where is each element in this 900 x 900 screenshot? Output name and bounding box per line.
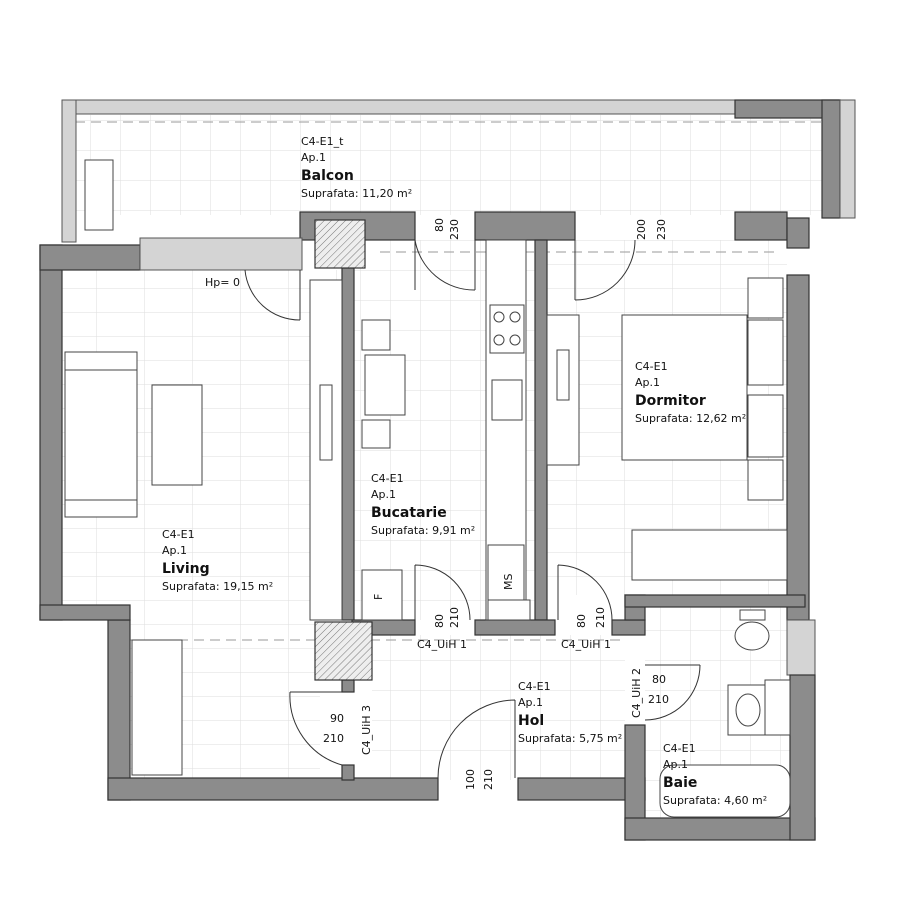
svg-text:Ap.1: Ap.1 xyxy=(301,151,326,164)
svg-text:200: 200 xyxy=(635,219,648,240)
room-label-balcon: C4-E1_t Ap.1 Balcon Suprafata: 11,20 m² xyxy=(301,135,412,200)
svg-text:Suprafata: 19,15 m²: Suprafata: 19,15 m² xyxy=(162,580,273,593)
svg-text:C4_UiH 1: C4_UiH 1 xyxy=(561,638,611,651)
svg-text:Ap.1: Ap.1 xyxy=(518,696,543,709)
walls xyxy=(39,99,856,841)
svg-text:Ap.1: Ap.1 xyxy=(635,376,660,389)
wardrobe xyxy=(631,529,788,581)
svg-text:Suprafata: 12,62 m²: Suprafata: 12,62 m² xyxy=(635,412,746,425)
svg-text:80: 80 xyxy=(433,614,446,628)
svg-text:F: F xyxy=(372,594,385,600)
svg-text:C4-E1: C4-E1 xyxy=(162,528,195,541)
svg-text:80: 80 xyxy=(652,673,666,686)
room-label-bucatarie: C4-E1 Ap.1 Bucatarie Suprafata: 9,91 m² xyxy=(371,472,475,537)
bathtub xyxy=(659,764,791,818)
room-label-hol: C4-E1 Ap.1 Hol Suprafata: 5,75 m² xyxy=(518,680,622,745)
svg-text:C4-E1: C4-E1 xyxy=(371,472,404,485)
svg-text:Suprafata: 5,75 m²: Suprafata: 5,75 m² xyxy=(518,732,622,745)
svg-text:90: 90 xyxy=(330,712,344,725)
svg-text:210: 210 xyxy=(323,732,344,745)
toilet xyxy=(734,621,770,651)
svg-text:Ap.1: Ap.1 xyxy=(371,488,396,501)
svg-text:Ap.1: Ap.1 xyxy=(663,758,688,771)
fridge xyxy=(361,569,403,621)
svg-text:Hol: Hol xyxy=(518,713,544,729)
planter xyxy=(84,159,114,231)
svg-text:C4-E1_t: C4-E1_t xyxy=(301,135,344,148)
doors xyxy=(244,239,701,779)
door-dimensions: 80 230 200 230 80 210 C4_UiH 1 80 210 C4… xyxy=(205,218,669,790)
washer-box xyxy=(764,679,791,736)
svg-text:Balcon: Balcon xyxy=(301,168,354,184)
furniture xyxy=(64,159,791,818)
kitchen-sink xyxy=(491,379,523,421)
washing-machine xyxy=(487,544,525,601)
svg-text:C4_UiH 1: C4_UiH 1 xyxy=(417,638,467,651)
svg-text:Bucatarie: Bucatarie xyxy=(371,505,447,521)
room-label-baie: C4-E1 Ap.1 Baie Suprafata: 4,60 m² xyxy=(663,742,767,807)
living-shelves xyxy=(131,639,183,776)
svg-text:230: 230 xyxy=(655,219,668,240)
stove xyxy=(489,304,525,354)
bed xyxy=(621,314,748,461)
svg-text:210: 210 xyxy=(594,607,607,628)
dashed-lines xyxy=(75,121,830,641)
svg-text:Suprafata: 4,60 m²: Suprafata: 4,60 m² xyxy=(663,794,767,807)
room-label-dormitor: C4-E1 Ap.1 Dormitor Suprafata: 12,62 m² xyxy=(635,360,746,425)
svg-text:Dormitor: Dormitor xyxy=(635,393,706,409)
svg-text:C4-E1: C4-E1 xyxy=(635,360,668,373)
coffee-table xyxy=(151,384,203,486)
dining-table xyxy=(364,354,406,416)
svg-text:C4-E1: C4-E1 xyxy=(518,680,551,693)
radiator xyxy=(487,599,531,621)
svg-text:100: 100 xyxy=(464,769,477,790)
svg-text:Ap.1: Ap.1 xyxy=(162,544,187,557)
svg-text:210: 210 xyxy=(482,769,495,790)
svg-text:210: 210 xyxy=(448,607,461,628)
svg-text:210: 210 xyxy=(648,693,669,706)
svg-text:C4_UiH 2: C4_UiH 2 xyxy=(630,668,643,718)
svg-text:Baie: Baie xyxy=(663,775,697,791)
svg-text:C4-E1: C4-E1 xyxy=(663,742,696,755)
room-label-living: C4-E1 Ap.1 Living Suprafata: 19,15 m² xyxy=(162,528,273,593)
svg-text:Suprafata: 9,91 m²: Suprafata: 9,91 m² xyxy=(371,524,475,537)
svg-text:Hp= 0: Hp= 0 xyxy=(205,276,240,289)
svg-text:Suprafata: 11,20 m²: Suprafata: 11,20 m² xyxy=(301,187,412,200)
svg-text:Living: Living xyxy=(162,561,210,577)
svg-text:80: 80 xyxy=(575,614,588,628)
svg-text:MS: MS xyxy=(502,574,515,590)
svg-text:80: 80 xyxy=(433,218,446,232)
svg-text:C4_UiH 3: C4_UiH 3 xyxy=(360,705,373,755)
svg-text:230: 230 xyxy=(448,219,461,240)
